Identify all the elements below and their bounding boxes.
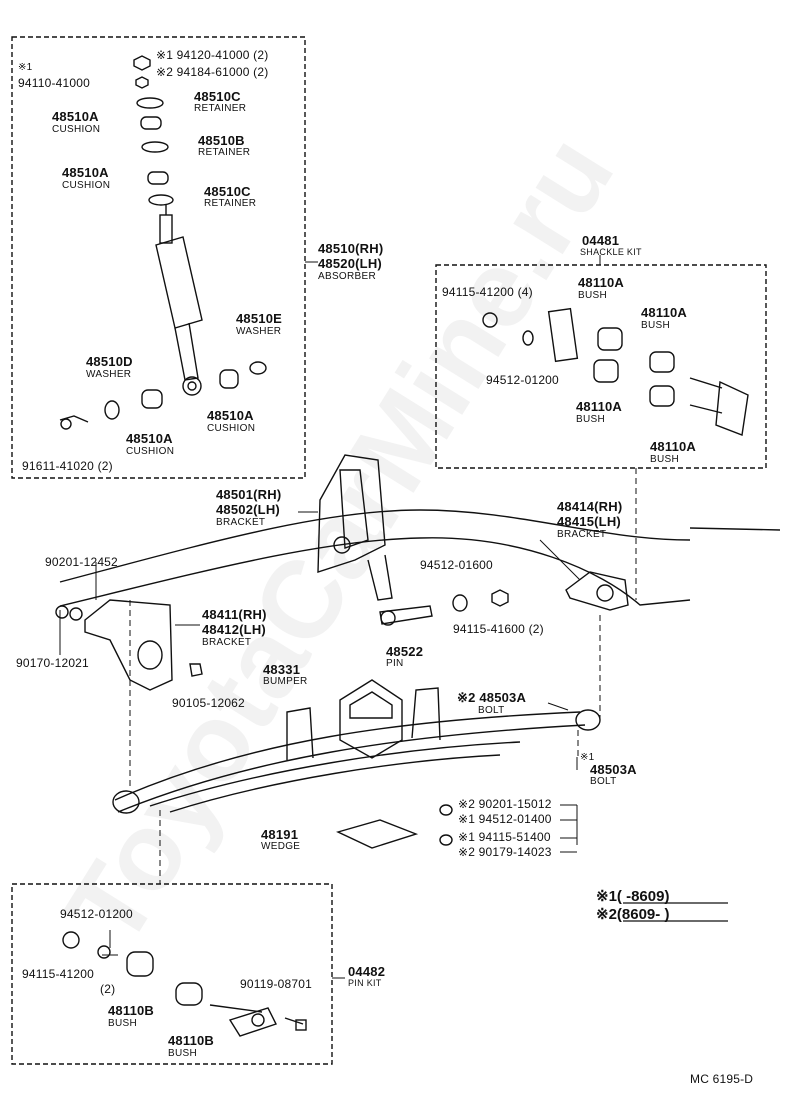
dashed-boxes bbox=[11, 36, 767, 1065]
legend-note-1: ※1( -8609) bbox=[596, 888, 670, 905]
label-bush-f: BUSH bbox=[168, 1048, 197, 1059]
label-48510C-a: 48510C bbox=[194, 89, 241, 104]
label-cushion-d: CUSHION bbox=[126, 446, 175, 457]
label-shackle-kit: SHACKLE KIT bbox=[580, 247, 642, 257]
label-bush-b: BUSH bbox=[641, 320, 670, 331]
shock-hardware bbox=[59, 55, 267, 430]
shock-absorber bbox=[155, 205, 203, 396]
label-pin: PIN bbox=[386, 658, 404, 669]
pin-kit-parts bbox=[62, 931, 307, 1037]
label-cushion-b: CUSHION bbox=[62, 180, 111, 191]
label-94512-01200: 94512-01200 bbox=[486, 373, 559, 387]
label-90119-08701: 90119-08701 bbox=[240, 977, 313, 991]
label-washer-e: WASHER bbox=[236, 326, 282, 337]
label-retainer-b: RETAINER bbox=[198, 147, 251, 158]
shock-absorber-box bbox=[11, 36, 306, 479]
shackle-kit-parts bbox=[482, 307, 749, 436]
misc-hardware bbox=[55, 589, 509, 846]
label-48510C-b: 48510C bbox=[204, 184, 251, 199]
label-48510B: 48510B bbox=[198, 133, 245, 148]
label-90105-12062: 90105-12062 bbox=[172, 696, 245, 710]
footer-code: MC 6195-D bbox=[690, 1072, 754, 1086]
label-91611-41020: 91611-41020 (2) bbox=[22, 459, 113, 473]
label-bush-a: BUSH bbox=[578, 290, 607, 301]
label-94184-61000: ※2 94184-61000 (2) bbox=[156, 65, 269, 79]
label-bush-c: BUSH bbox=[576, 414, 605, 425]
label-94115-41600: 94115-41600 (2) bbox=[453, 622, 544, 636]
label-bracket-a: BRACKET bbox=[216, 517, 266, 528]
label-48110A-d: 48110A bbox=[650, 439, 697, 454]
label-48510-rh: 48510(RH) bbox=[318, 241, 384, 256]
label-bush-d: BUSH bbox=[650, 454, 679, 465]
label-star1-b: ※1 bbox=[580, 752, 595, 763]
label-48510A-b: 48510A bbox=[62, 165, 109, 180]
label-retainer-a: RETAINER bbox=[194, 103, 247, 114]
label-94512-01400: ※1 94512-01400 bbox=[458, 812, 552, 826]
label-48520-lh: 48520(LH) bbox=[318, 256, 382, 271]
legend-brackets bbox=[623, 902, 728, 922]
frame-rails bbox=[59, 509, 781, 607]
label-04481: 04481 bbox=[582, 233, 620, 248]
label-bush-e: BUSH bbox=[108, 1018, 137, 1029]
legend-note-2: ※2(8609- ) bbox=[596, 906, 670, 923]
label-48510D: 48510D bbox=[86, 354, 133, 369]
label-48110B-a: 48110B bbox=[108, 1003, 155, 1018]
label-48110B-b: 48110B bbox=[168, 1033, 215, 1048]
label-90179-14023: ※2 90179-14023 bbox=[458, 845, 552, 859]
label-48510E: 48510E bbox=[236, 311, 283, 326]
label-48522: 48522 bbox=[386, 644, 424, 659]
pin-kit-box bbox=[11, 883, 333, 1065]
leaf-spring bbox=[112, 709, 601, 814]
label-washer-d: WASHER bbox=[86, 369, 132, 380]
label-48510A-d: 48510A bbox=[126, 431, 173, 446]
label-90170-12021: 90170-12021 bbox=[16, 656, 89, 670]
brackets bbox=[84, 454, 629, 691]
label-48411-rh: 48411(RH) bbox=[202, 607, 267, 622]
label-94115-41200-4: 94115-41200 (4) bbox=[442, 285, 533, 299]
label-48110A-b: 48110A bbox=[641, 305, 688, 320]
label-48331: 48331 bbox=[263, 662, 301, 677]
label-wedge: WEDGE bbox=[261, 841, 301, 852]
label-48501-rh: 48501(RH) bbox=[216, 487, 282, 502]
label-94512-01200-b: 94512-01200 bbox=[60, 907, 133, 921]
label-pin-kit: PIN KIT bbox=[348, 978, 382, 988]
label-04482: 04482 bbox=[348, 964, 386, 979]
label-48502-lh: 48502(LH) bbox=[216, 502, 280, 517]
label-cushion-c: CUSHION bbox=[207, 423, 256, 434]
label-48510A-a: 48510A bbox=[52, 109, 99, 124]
label-retainer-c: RETAINER bbox=[204, 198, 257, 209]
label-48110A-a: 48110A bbox=[578, 275, 625, 290]
label-48503A-star2: ※2 48503A bbox=[457, 690, 527, 705]
label-bracket-c: BRACKET bbox=[202, 637, 252, 648]
label-cushion-a: CUSHION bbox=[52, 124, 101, 135]
label-48412-lh: 48412(LH) bbox=[202, 622, 266, 637]
dashed-leaders bbox=[129, 468, 637, 884]
label-bolt-a: BOLT bbox=[478, 705, 505, 716]
label-bolt-b: BOLT bbox=[590, 776, 617, 787]
label-48510A-c: 48510A bbox=[207, 408, 254, 423]
label-94110-41000: 94110-41000 bbox=[18, 76, 91, 90]
label-48191: 48191 bbox=[261, 827, 299, 842]
label-94115-41200-b: 94115-41200 bbox=[22, 967, 95, 981]
label-90201-15012: ※2 90201-15012 bbox=[458, 797, 552, 811]
label-48414-rh: 48414(RH) bbox=[557, 499, 623, 514]
label-48415-lh: 48415(LH) bbox=[557, 514, 621, 529]
label-48503A-star1: 48503A bbox=[590, 762, 637, 777]
label-absorber: ABSORBER bbox=[318, 271, 376, 282]
label-94120-41000: ※1 94120-41000 (2) bbox=[156, 48, 269, 62]
label-94115-51400: ※1 94115-51400 bbox=[458, 830, 551, 844]
label-bumper: BUMPER bbox=[263, 676, 308, 687]
label-qty-2: (2) bbox=[100, 982, 116, 996]
label-bracket-b: BRACKET bbox=[557, 529, 607, 540]
bumper-assembly bbox=[286, 679, 441, 849]
leader-lines bbox=[59, 255, 601, 979]
label-star1-note: ※1 bbox=[18, 62, 33, 73]
label-48110A-c: 48110A bbox=[576, 399, 623, 414]
label-94512-01600: 94512-01600 bbox=[420, 558, 493, 572]
label-90201-12452: 90201-12452 bbox=[45, 555, 118, 569]
shackle-kit-box bbox=[435, 264, 767, 469]
